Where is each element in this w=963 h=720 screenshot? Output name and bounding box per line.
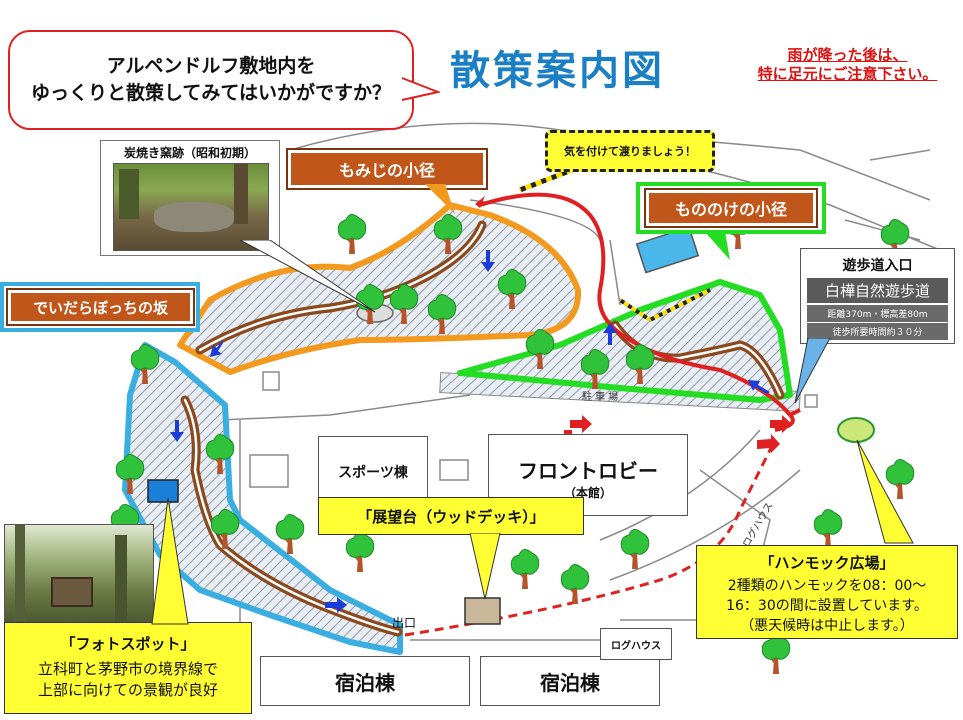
tree-icon: [580, 349, 610, 389]
kiln-pointer: [240, 240, 376, 313]
photo-spot-pointer: [151, 498, 189, 625]
hammock-line1: 2種類のハンモックを08：00～: [727, 578, 927, 594]
hammock-line3: （悪天候時は中止します。）: [740, 618, 914, 634]
trail-entrance-board: 白樺自然遊歩道: [807, 278, 948, 303]
red-route: [479, 192, 795, 432]
tree-icon: [210, 509, 240, 549]
momiji-trail-label: もみじの小径: [288, 150, 486, 188]
trail-entrance-time: 徒歩所要時間約３０分: [807, 323, 948, 340]
mononoke-side-path: [618, 288, 711, 322]
tree-icon: [625, 344, 655, 384]
parking-label: 駐 車 場: [581, 392, 619, 403]
careful-crossing-callout: 気を付けて渡りましょう！: [545, 130, 715, 172]
sports-building: スポーツ棟: [318, 436, 428, 508]
observatory-label: 「展望台（ウッドデッキ）」: [318, 497, 584, 535]
tree-icon: [337, 214, 367, 254]
caution-line2: 特に足元にご注意下さい。: [757, 65, 938, 83]
tree-icon: [115, 454, 145, 494]
hammock-title: 「ハンモック広場」: [759, 554, 895, 572]
caution-note: 雨が降った後は、 特に足元にご注意下さい。: [740, 46, 955, 90]
tree-icon: [205, 434, 235, 474]
hammock-pointer: [856, 439, 914, 544]
kiln-callout: 炭焼き窯跡（昭和初期）: [100, 140, 280, 256]
red-dashed-route: [404, 439, 777, 637]
deidara-trail-label: でいだらぼっちの坂: [8, 290, 193, 324]
tree-icon: [433, 214, 463, 254]
trail-entrance-sign: 遊歩道入口 白樺自然遊歩道 距離370m・標高差80m 徒歩所要時間約３０分: [800, 248, 955, 344]
tree-icon: [497, 269, 527, 309]
hammock-info: 「ハンモック広場」 2種類のハンモックを08：00～ 16：30の間に設置してい…: [696, 545, 958, 639]
hammock-area: [837, 417, 875, 443]
tree-icon: [620, 529, 650, 569]
tree-icon: [761, 634, 791, 674]
tree-icon: [275, 514, 305, 554]
photo-spot-title: 「フォトスポット」: [60, 635, 196, 653]
lodging-building-left: 宿泊棟: [260, 656, 470, 706]
tree-icon: [427, 294, 457, 334]
tree-icon: [885, 459, 915, 499]
tree-icon: [345, 532, 375, 572]
front-lobby-building: フロントロビー （本館）: [488, 434, 688, 516]
tree-icon: [560, 564, 590, 604]
photo-spot-line1: 立科町と茅野市の境界線で: [37, 660, 218, 678]
photo-spot-info: 「フォトスポット」 立科町と茅野市の境界線で 上部に向けての景観が良好: [4, 622, 252, 714]
photo-spot-photo: [4, 524, 154, 622]
hammock-line2: 16：30の間に設置しています。: [726, 598, 928, 614]
intro-line1: アルペンドルフ敷地内を: [106, 55, 316, 77]
kiln-photo: [113, 163, 269, 251]
log-house-rotated-label: ログハウス: [739, 500, 775, 550]
exit-label: 出口: [392, 616, 417, 630]
mononoke-trail-label: もののけの小径: [646, 190, 816, 226]
tree-icon: [355, 284, 385, 324]
photo-spot-marker: [147, 479, 179, 503]
intro-bubble: アルペンドルフ敷地内を ゆっくりと散策してみてはいかがですか？: [8, 30, 414, 130]
photo-spot-line2: 上部に向けての景観が良好: [37, 681, 218, 699]
tree-icon: [880, 219, 910, 259]
front-lobby-label: フロントロビー: [518, 459, 658, 483]
observatory-deck: [464, 597, 501, 625]
pool: [635, 226, 700, 274]
trail-entrance-title: 遊歩道入口: [842, 258, 913, 274]
trail-entrance-pointer: [794, 338, 831, 404]
log-house: ログハウス: [600, 628, 672, 660]
lodging-building-right: 宿泊棟: [480, 656, 660, 706]
trail-entrance-distance: 距離370m・標高差80m: [807, 305, 948, 322]
observatory-pointer: [470, 533, 501, 600]
tree-icon: [525, 329, 555, 369]
tree-icon: [130, 344, 160, 384]
tree-icon: [813, 509, 843, 549]
page-title: 散策案内図: [450, 48, 665, 94]
blue-arrows: [170, 250, 770, 613]
intro-line2: ゆっくりと散策してみてはいかがですか？: [30, 82, 392, 104]
kiln-caption: 炭焼き窯跡（昭和初期）: [123, 146, 256, 160]
caution-line1: 雨が降った後は、: [787, 46, 908, 64]
intro-bubble-tail: [401, 77, 440, 101]
main-building-label: （本館）: [563, 486, 612, 500]
mononoke-label-pointer: [705, 232, 730, 260]
momiji-label-pointer: [425, 184, 455, 214]
tree-icon: [389, 284, 419, 324]
tree-icon: [510, 549, 540, 589]
